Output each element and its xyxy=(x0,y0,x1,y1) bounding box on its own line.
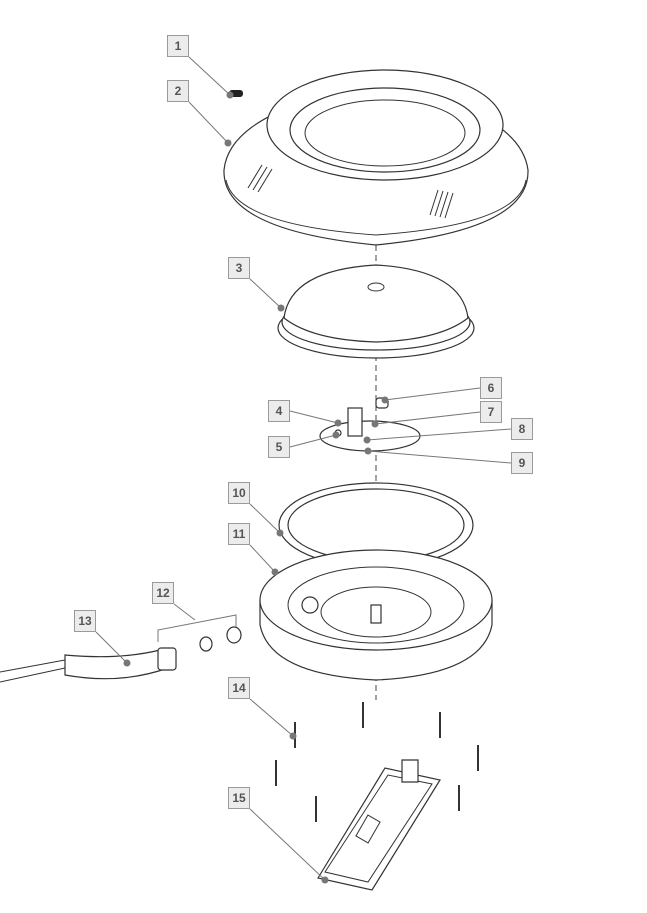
callout-5: 5 xyxy=(268,436,290,458)
part-15-bracket xyxy=(317,759,441,891)
leader-lines xyxy=(95,56,512,884)
callout-10: 10 xyxy=(228,482,250,504)
callout-8: 8 xyxy=(511,418,533,440)
callout-12: 12 xyxy=(152,582,174,604)
callout-1: 1 xyxy=(167,35,189,57)
callout-9: 9 xyxy=(511,452,533,474)
part-12-fittings xyxy=(157,614,242,652)
callout-14: 14 xyxy=(228,677,250,699)
callout-2: 2 xyxy=(167,80,189,102)
callout-6: 6 xyxy=(480,377,502,399)
callout-3: 3 xyxy=(228,257,250,279)
callout-4: 4 xyxy=(268,400,290,422)
part-13-cable xyxy=(0,647,177,683)
part-10-gasket xyxy=(278,482,474,568)
part-11-base xyxy=(259,549,493,681)
part-2-front-ring xyxy=(223,69,529,246)
callout-7: 7 xyxy=(480,401,502,423)
callout-15: 15 xyxy=(228,787,250,809)
part-3-lens xyxy=(277,264,475,359)
callout-13: 13 xyxy=(74,610,96,632)
callout-11: 11 xyxy=(228,523,250,545)
